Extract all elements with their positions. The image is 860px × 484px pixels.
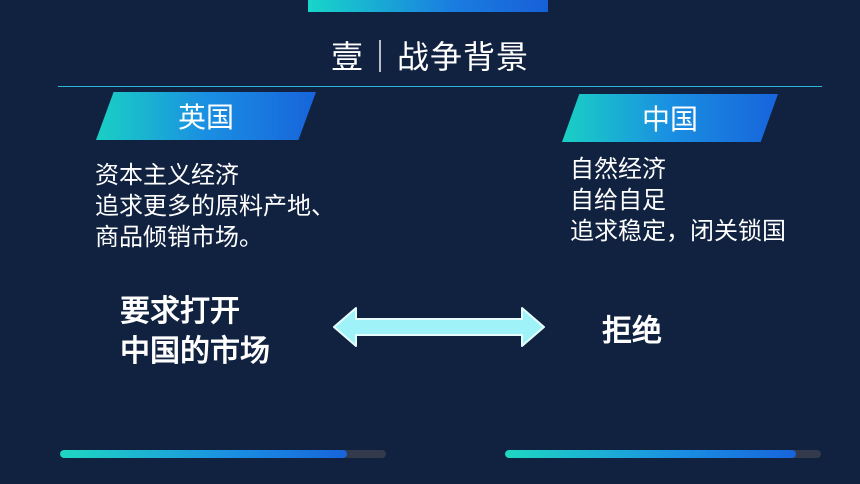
tag-background: [96, 92, 316, 140]
response-line: 拒绝: [602, 314, 662, 349]
double-headed-arrow-icon: [333, 307, 545, 347]
demand-line: 要求打开: [120, 294, 240, 329]
china-response: 拒绝: [602, 312, 662, 352]
top-accent-bar: [308, 0, 548, 12]
britain-demand: 要求打开 中国的市场: [120, 292, 270, 372]
tag-britain: 英国: [96, 92, 316, 140]
description-line: 自给自足: [570, 186, 666, 214]
china-description: 自然经济 自给自足 追求稳定，闭关锁国: [570, 154, 786, 247]
tag-background: [562, 94, 778, 142]
description-line: 资本主义经济: [95, 161, 239, 189]
demand-line: 中国的市场: [120, 334, 270, 369]
title-divider: [58, 86, 822, 87]
description-line: 追求更多的原料产地、: [95, 192, 335, 220]
britain-description: 资本主义经济 追求更多的原料产地、 商品倾销市场。: [95, 160, 335, 253]
tag-label: 中国: [641, 103, 698, 136]
description-line: 自然经济: [570, 155, 666, 183]
arrow-shape: [333, 307, 545, 347]
tag-china: 中国: [562, 94, 778, 142]
right-progress-bar: [505, 450, 821, 458]
progress-fill: [505, 450, 796, 458]
description-line: 商品倾销市场。: [95, 223, 263, 251]
description-line: 追求稳定，闭关锁国: [570, 217, 786, 245]
tag-label: 英国: [177, 101, 234, 134]
progress-fill: [60, 450, 347, 458]
left-progress-bar: [60, 450, 386, 458]
slide-title: 壹｜战争背景: [330, 38, 529, 76]
